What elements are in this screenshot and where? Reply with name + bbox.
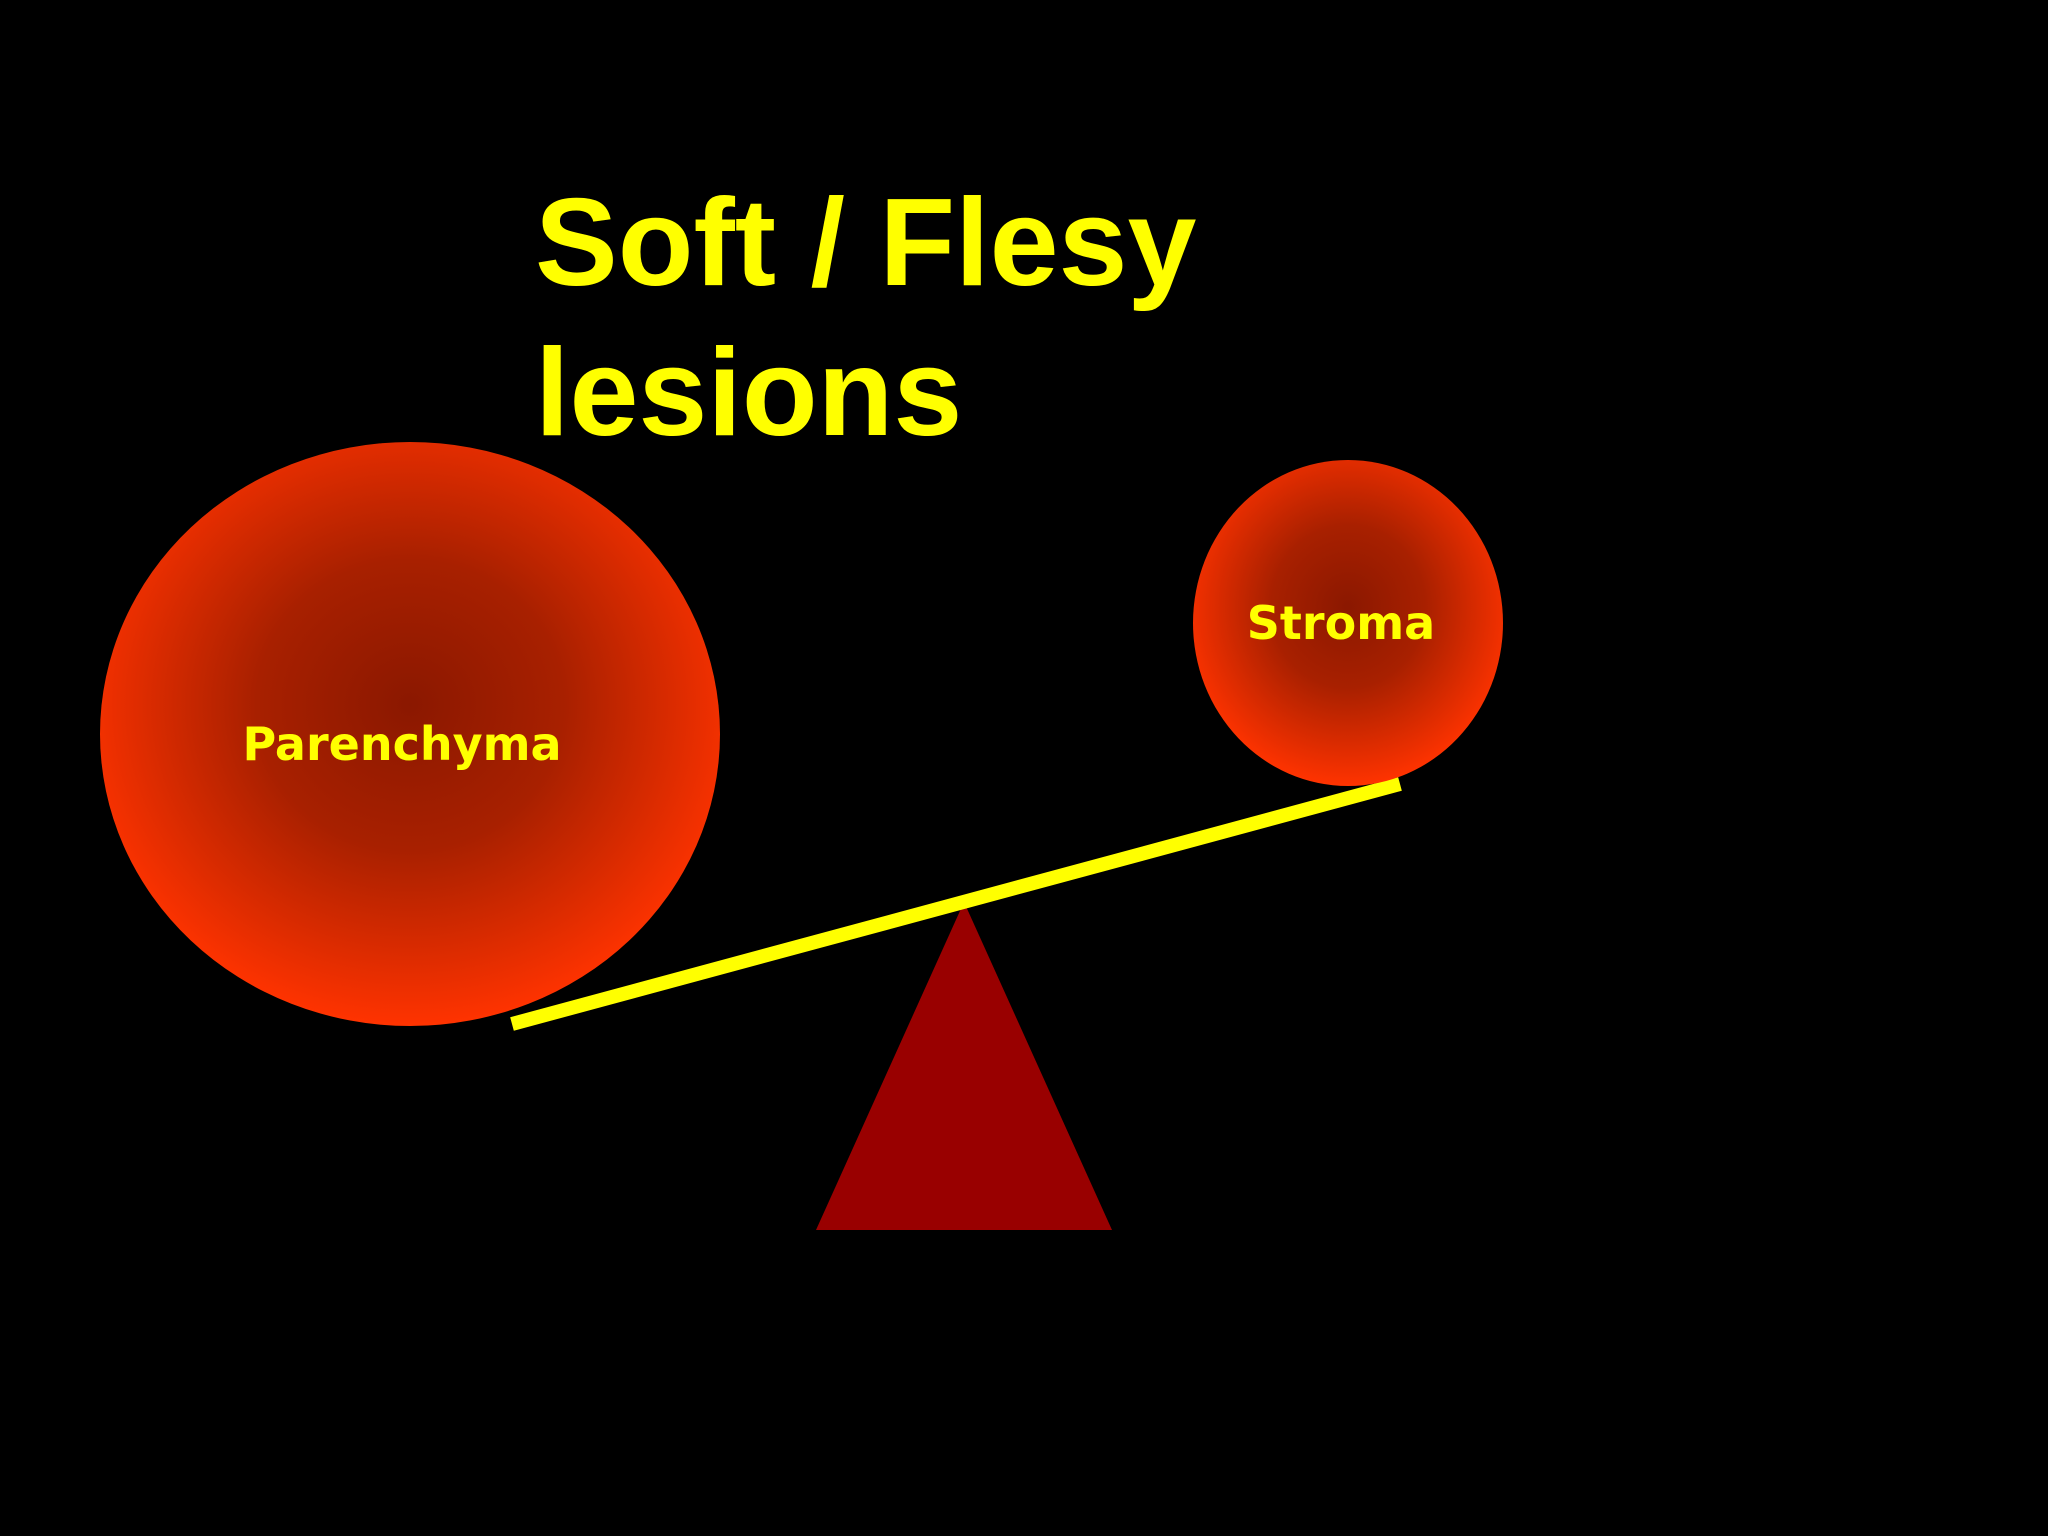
stroma-ball: Stroma: [1193, 460, 1503, 786]
fulcrum-triangle: [816, 902, 1112, 1230]
parenchyma-ball: Parenchyma: [100, 442, 720, 1026]
stroma-label: Stroma: [1247, 596, 1435, 650]
parenchyma-circle: [100, 442, 720, 1026]
seesaw-beam: [510, 777, 1402, 1031]
title-line-1: Soft / Flesy: [535, 174, 1197, 312]
parenchyma-label: Parenchyma: [242, 717, 561, 771]
title-line-2: lesions: [535, 324, 963, 462]
slide-title: Soft / Flesy lesions: [535, 168, 1435, 468]
stroma-circle: [1193, 460, 1503, 786]
